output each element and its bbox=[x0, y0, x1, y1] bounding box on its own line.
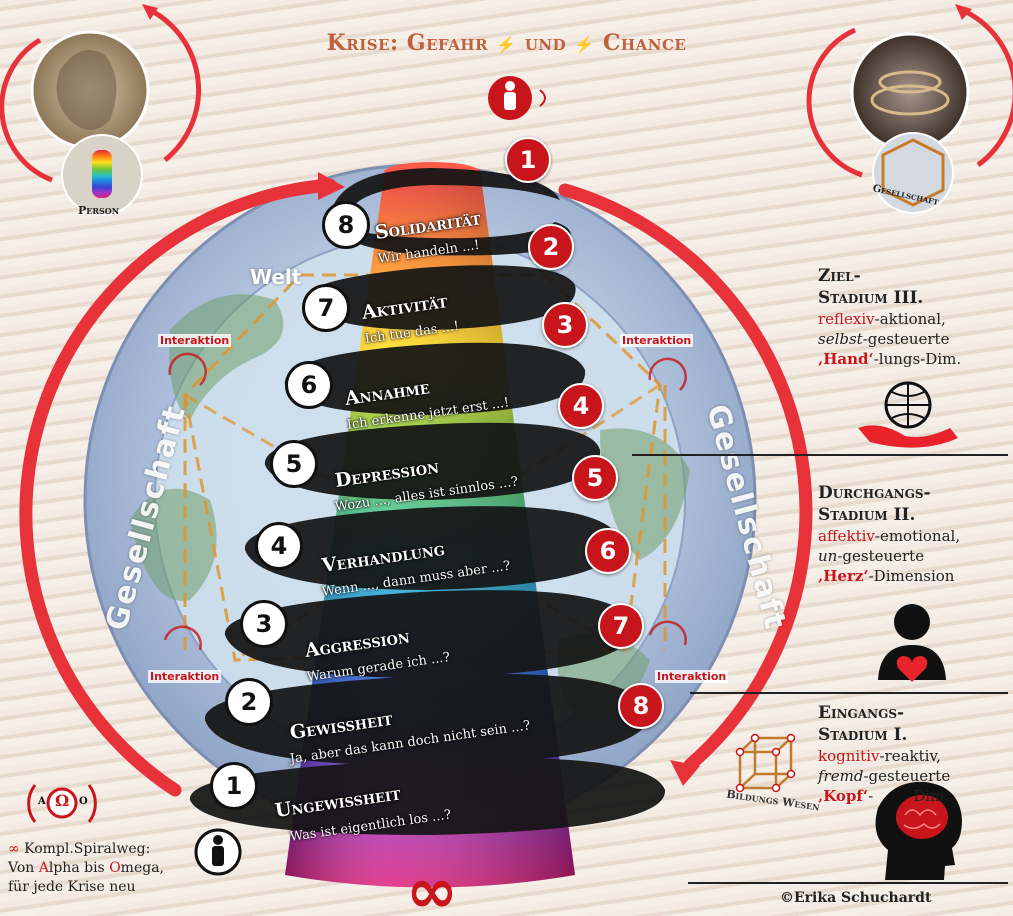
eingangs-stadium: Eingangs- Stadium I. kognitiv-reaktiv, f… bbox=[818, 703, 951, 805]
svg-text:∞: ∞ bbox=[406, 854, 458, 916]
omega-letter: O bbox=[79, 796, 88, 807]
interaktion-bottom-left: Interaktion bbox=[148, 670, 222, 683]
divider-2 bbox=[690, 692, 1008, 694]
welt-label: Welt bbox=[250, 265, 302, 289]
copyright: ©Erika Schuchardt bbox=[780, 890, 932, 906]
stage-number-2: 2 bbox=[225, 678, 273, 726]
right-number-3: 3 bbox=[542, 302, 588, 348]
interaktion-top-left: Interaktion bbox=[158, 334, 232, 347]
stage-number-3: 3 bbox=[240, 600, 288, 648]
page-title: Krise: Gefahr ⚡ und ⚡ Chance bbox=[326, 30, 687, 56]
spiral-note: ∞ Kompl.Spiralweg: Von Alpha bis Omega, … bbox=[8, 841, 164, 895]
stage-number-7: 7 bbox=[302, 284, 350, 332]
lightning-right-icon: ⚡ bbox=[574, 35, 595, 54]
stage-number-1: 1 bbox=[210, 762, 258, 810]
right-number-4: 4 bbox=[558, 383, 604, 429]
stage-number-6: 6 bbox=[285, 361, 333, 409]
stage-number-5: 5 bbox=[270, 440, 318, 488]
alpha-omega-icon: Ω bbox=[55, 791, 70, 810]
right-number-7: 7 bbox=[598, 603, 644, 649]
person-label: Person bbox=[78, 204, 120, 217]
right-number-1: 1 bbox=[505, 137, 551, 183]
divider-1 bbox=[632, 454, 1008, 456]
divider-3 bbox=[688, 882, 1008, 884]
right-number-6: 6 bbox=[585, 528, 631, 574]
alpha-letter: A bbox=[38, 796, 46, 807]
interaktion-bottom-right: Interaktion bbox=[655, 670, 729, 683]
right-number-2: 2 bbox=[528, 224, 574, 270]
lightning-left-icon: ⚡ bbox=[496, 35, 517, 54]
right-number-8: 8 bbox=[618, 683, 664, 729]
stage-number-8: 8 bbox=[322, 201, 370, 249]
stage-number-4: 4 bbox=[255, 522, 303, 570]
ziel-stadium: Ziel- Stadium III. reflexiv-aktional, se… bbox=[818, 266, 962, 368]
right-number-5: 5 bbox=[572, 455, 618, 501]
interaktion-top-right: Interaktion bbox=[620, 334, 694, 347]
durchgangs-stadium: Durchgangs- Stadium II. affektiv-emotion… bbox=[818, 483, 961, 585]
